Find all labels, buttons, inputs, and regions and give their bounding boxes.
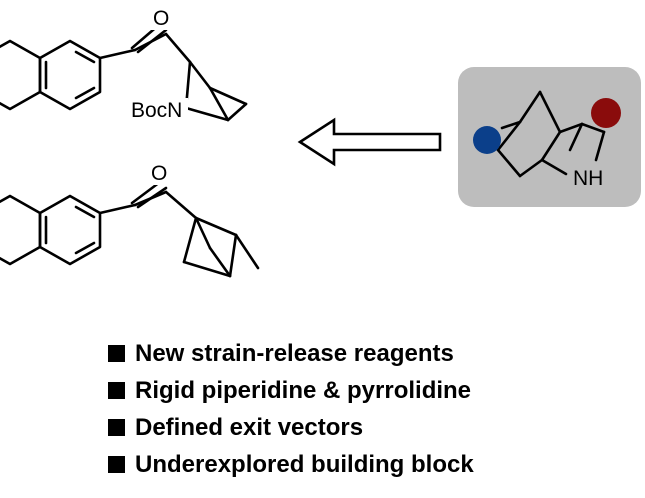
square-bullet-icon — [108, 456, 125, 473]
feature-text: Underexplored building block — [135, 450, 474, 478]
oxygen-label-top: O — [153, 7, 169, 30]
scaffold-structure — [496, 90, 606, 178]
nh-label: NH — [573, 167, 603, 190]
feature-text: New strain-release reagents — [135, 339, 454, 367]
carbonyl-bottom — [98, 180, 198, 220]
naphthalene-inner-bonds-top — [44, 50, 96, 100]
naphthalene-ring-bottom — [0, 194, 102, 266]
scaffold-panel — [458, 67, 641, 207]
naphthalene-inner-bonds-bottom — [44, 205, 96, 255]
exit-vector-blue-dot — [473, 126, 501, 154]
bicyclopentane-core — [182, 216, 260, 278]
retrosynthesis-arrow — [297, 117, 442, 167]
feature-item: New strain-release reagents — [108, 335, 474, 372]
feature-text: Defined exit vectors — [135, 413, 364, 441]
feature-item: Underexplored building block — [108, 446, 474, 483]
azabicycle-core — [184, 60, 248, 122]
feature-item: Defined exit vectors — [108, 409, 474, 446]
square-bullet-icon — [108, 419, 125, 436]
exit-vector-red-dot — [591, 98, 621, 128]
bocn-label: BocN — [131, 99, 182, 122]
carbonyl-top — [98, 22, 192, 64]
square-bullet-icon — [108, 382, 125, 399]
feature-list: New strain-release reagents Rigid piperi… — [108, 335, 474, 483]
feature-item: Rigid piperidine & pyrrolidine — [108, 372, 474, 409]
oxygen-label-bottom: O — [151, 162, 167, 185]
square-bullet-icon — [108, 345, 125, 362]
naphthalene-ring-top — [0, 39, 102, 111]
feature-text: Rigid piperidine & pyrrolidine — [135, 376, 472, 404]
